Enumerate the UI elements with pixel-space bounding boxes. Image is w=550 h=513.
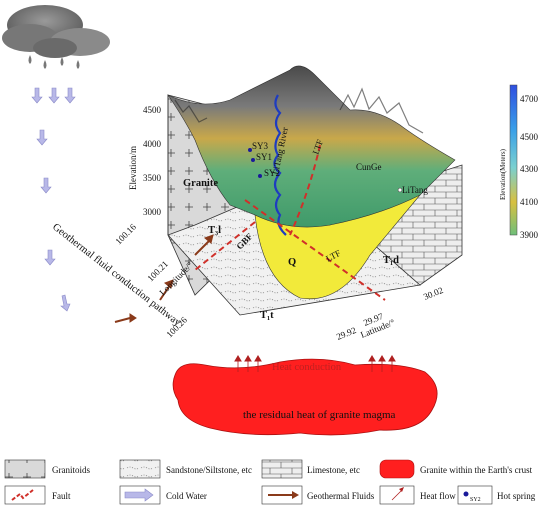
legend-hot-spring-label: Hot spring — [497, 491, 536, 501]
spring-label-sy3: SY3 — [252, 141, 269, 151]
elev-tick: 3000 — [143, 207, 162, 217]
magma-label: the residual heat of granite magma — [243, 409, 396, 421]
ltf-top-label: LTF — [310, 138, 325, 156]
heat-flow-arrow-icon — [368, 355, 376, 372]
geothermal-flow-arrows — [114, 234, 214, 323]
terrain-surface — [167, 65, 456, 228]
cold-water-arrow-icon — [36, 129, 48, 146]
heat-flow-arrow-icon — [254, 355, 262, 372]
cold-water-arrow-icon — [31, 87, 43, 104]
spring-label-sy2: SY2 — [264, 168, 280, 178]
lat-tick: 29.92 — [335, 325, 358, 342]
hot-spring-dot — [251, 158, 255, 162]
legend-geothermal-label: Geothermal Fluids — [307, 491, 375, 501]
legend-hot-spring-sub: SY2 — [470, 497, 481, 503]
cold-water-arrow-icon — [40, 177, 52, 194]
cold-water-arrow-icon — [48, 87, 60, 104]
heat-conduction-label: Heat conduction — [272, 362, 342, 373]
lon-tick: 100.21 — [145, 259, 170, 284]
litang-river — [273, 94, 287, 236]
elevation-colorbar: 4700 4500 4300 4100 3900 Elevation(Meter… — [499, 84, 539, 240]
lon-tick: 100.16 — [113, 221, 138, 246]
legend-sandstone-swatch — [119, 459, 161, 479]
unit-t3l-label: T₃l — [208, 225, 221, 236]
legend-heat-flow-label: Heat flow — [420, 491, 456, 501]
legend-granitoids-swatch — [4, 459, 46, 479]
elevation-axis-label: Elevation/m — [128, 146, 138, 190]
mountain-ridges — [174, 87, 424, 134]
fault-icon — [11, 489, 34, 501]
granite-label: Granite — [183, 178, 218, 189]
lat-tick: 30.02 — [422, 285, 445, 302]
hot-spring-dot — [248, 148, 252, 152]
cold-water-arrow-icon — [124, 488, 154, 502]
legend-crust-granite-label: Granite within the Earth's crust — [420, 465, 533, 475]
legend-crust-granite-swatch — [379, 459, 415, 479]
town-cunge-label: CunGe — [356, 162, 382, 172]
legend-limestone-label: Limestone, etc — [307, 465, 360, 475]
legend-fault-label: Fault — [52, 491, 71, 501]
fault-lines — [194, 144, 386, 301]
unit-t1d-label: T₁d — [383, 255, 399, 266]
elevation-axis: 4500 4000 3500 3000 Elevation/m — [128, 95, 169, 235]
legend: Granitoids Sandstone/Siltstone, etc Lime… — [4, 459, 536, 505]
legend-limestone-swatch — [261, 459, 303, 479]
cold-water-arrow-icon — [64, 87, 76, 104]
cold-water-arrow-icon — [60, 294, 71, 312]
legend-cold-water-label: Cold Water — [166, 491, 207, 501]
cbar-tick: 4500 — [520, 132, 539, 142]
geothermal-arrow-icon — [268, 491, 299, 499]
elev-tick: 4000 — [143, 139, 162, 149]
heat-flow-arrow-icon — [388, 355, 396, 372]
hot-spring-dot-icon — [463, 491, 469, 497]
rain-cloud-icon — [2, 5, 110, 69]
granite-magma-body — [172, 358, 438, 436]
legend-granitoids-label: Granitoids — [52, 465, 90, 475]
cbar-tick: 3900 — [520, 230, 539, 240]
elev-tick: 3500 — [143, 173, 162, 183]
legend-sandstone-label: Sandstone/Siltstone, etc — [166, 465, 252, 475]
cbar-tick: 4100 — [520, 197, 539, 207]
cbar-tick: 4300 — [520, 164, 539, 174]
unit-q-label: Q — [288, 257, 296, 268]
heat-flow-arrow-icon — [391, 487, 404, 501]
cbar-title: Elevation(Meters) — [499, 148, 507, 200]
unit-t1t-label: T₁t — [260, 310, 274, 321]
heat-flow-arrow-icon — [244, 355, 252, 372]
heat-flow-arrow-icon — [234, 355, 242, 372]
cold-water-arrows — [31, 87, 76, 312]
hot-spring-dot — [258, 174, 262, 178]
cbar-tick: 4700 — [520, 94, 539, 104]
elev-tick: 4500 — [143, 105, 162, 115]
town-dot — [397, 187, 403, 193]
spring-label-sy1: SY1 — [256, 152, 272, 162]
hot-spring-markers — [248, 148, 403, 193]
heat-flow-arrows — [234, 355, 396, 372]
cold-water-arrow-icon — [44, 249, 56, 266]
town-litang-label: LiTang — [402, 185, 428, 195]
heat-flow-arrow-icon — [378, 355, 386, 372]
